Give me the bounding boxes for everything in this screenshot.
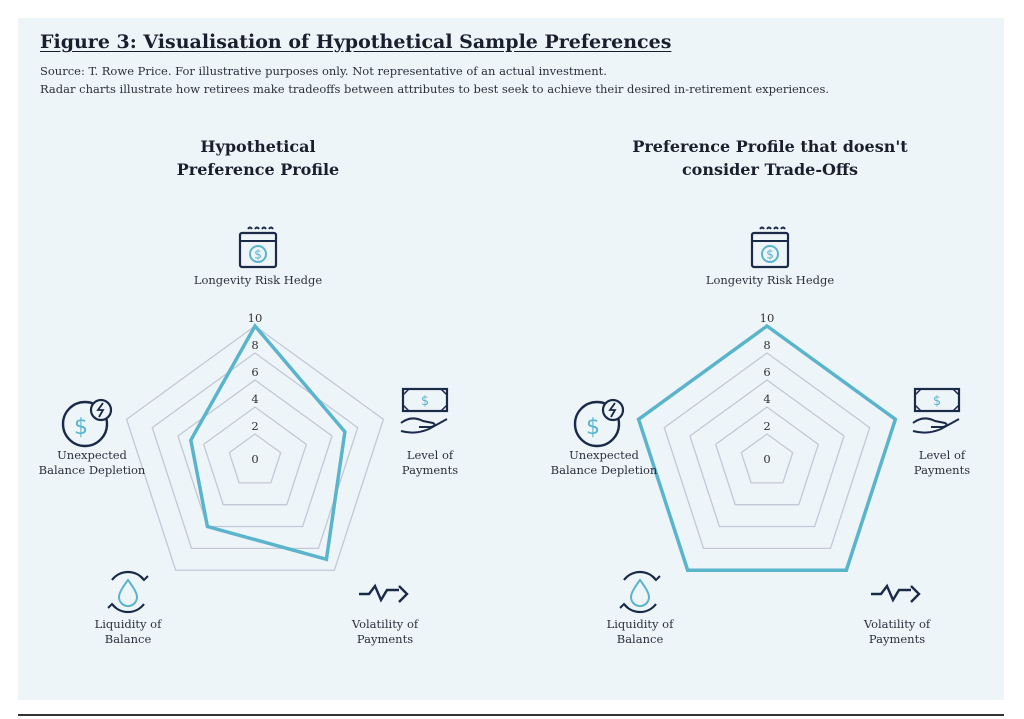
- tick-label: 2: [763, 419, 770, 433]
- axis-label-line: Volatility of: [863, 617, 931, 631]
- axis-label-line: Payments: [913, 463, 971, 477]
- svg-text:$: $: [254, 248, 262, 262]
- grid-ring-6: [689, 379, 845, 528]
- axis-label-line: Payments: [868, 632, 926, 646]
- axis-label-line: Balance: [616, 632, 664, 646]
- chart-title-line: Preference Profile: [176, 160, 340, 179]
- volatility-arrow-icon: [359, 583, 409, 603]
- axis-label-line: Balance Depletion: [38, 463, 146, 477]
- volatility-arrow-icon: [871, 583, 921, 603]
- figure-title: Figure 3: Visualisation of Hypothetical …: [40, 31, 672, 53]
- grid-ring-4: [202, 406, 308, 506]
- axis-label-line: Unexpected: [57, 448, 127, 462]
- svg-text:$: $: [586, 415, 600, 440]
- svg-text:$: $: [933, 394, 941, 409]
- dollar-lightning-icon: $: [61, 398, 113, 448]
- axis-label-line: Balance: [104, 632, 152, 646]
- tick-label: 10: [248, 311, 263, 325]
- tick-label: 8: [251, 338, 258, 352]
- liquidity-drop-icon: [619, 570, 661, 614]
- series-polygon: [636, 323, 898, 572]
- tick-label: 6: [763, 365, 770, 379]
- figure-panel: [18, 18, 1004, 700]
- grid-ring-8: [151, 352, 359, 550]
- calendar-dollar-icon: $: [238, 226, 278, 269]
- grid-ring-4: [714, 406, 820, 506]
- grid-ring-8: [663, 352, 871, 550]
- grid-ring-2: [228, 433, 282, 484]
- tick-label: 0: [763, 452, 770, 466]
- tick-label: 8: [763, 338, 770, 352]
- tick-label: 2: [251, 419, 258, 433]
- axis-label: Longevity Risk Hedge: [695, 273, 845, 288]
- radar-chart-2: 0 2 4 6 8 10 $ $ $: [573, 226, 961, 614]
- dollar-lightning-icon: $: [573, 398, 625, 448]
- divider: [18, 714, 1004, 716]
- description-note: Radar charts illustrate how retirees mak…: [40, 82, 830, 96]
- chart-title-line: Preference Profile that doesn't: [632, 137, 908, 156]
- grid-ring-2: [740, 433, 794, 484]
- axis-label-line: Unexpected: [569, 448, 639, 462]
- tick-label: 4: [763, 392, 770, 406]
- axis-label-line: Liquidity of: [94, 617, 162, 631]
- axis-label-line: Liquidity of: [606, 617, 674, 631]
- axis-label-line: Volatility of: [351, 617, 419, 631]
- svg-text:$: $: [421, 394, 429, 409]
- axis-label-line: Longevity Risk Hedge: [705, 273, 835, 287]
- axis-label-line: Level of: [406, 448, 454, 462]
- tick-label: 0: [251, 452, 258, 466]
- series-polygon: [188, 322, 347, 562]
- liquidity-drop-icon: [107, 570, 149, 614]
- radar-chart-1: 0 2 4 6 8 10 $ $ $: [61, 226, 449, 614]
- axis-label-line: Longevity Risk Hedge: [193, 273, 323, 287]
- source-note: Source: T. Rowe Price. For illustrative …: [40, 64, 607, 78]
- axis-label-line: Level of: [918, 448, 966, 462]
- axis-label-line: Balance Depletion: [550, 463, 658, 477]
- axis-label-line: Payments: [356, 632, 414, 646]
- svg-text:$: $: [766, 248, 774, 262]
- tick-label: 6: [251, 365, 258, 379]
- calendar-dollar-icon: $: [750, 226, 790, 269]
- axis-label-line: Payments: [401, 463, 459, 477]
- chart-title: Preference Profile that doesn't consider …: [610, 135, 930, 181]
- grid-ring-10: [125, 325, 385, 571]
- chart-title-line: Hypothetical: [200, 137, 316, 156]
- tick-label: 10: [760, 311, 775, 325]
- cash-hand-icon: $: [400, 387, 449, 434]
- cash-hand-icon: $: [912, 387, 961, 434]
- axis-label: Longevity Risk Hedge: [183, 273, 333, 288]
- grid-ring-6: [177, 379, 333, 528]
- chart-title-line: consider Trade-Offs: [681, 160, 859, 179]
- tick-label: 4: [251, 392, 258, 406]
- svg-text:$: $: [74, 415, 88, 440]
